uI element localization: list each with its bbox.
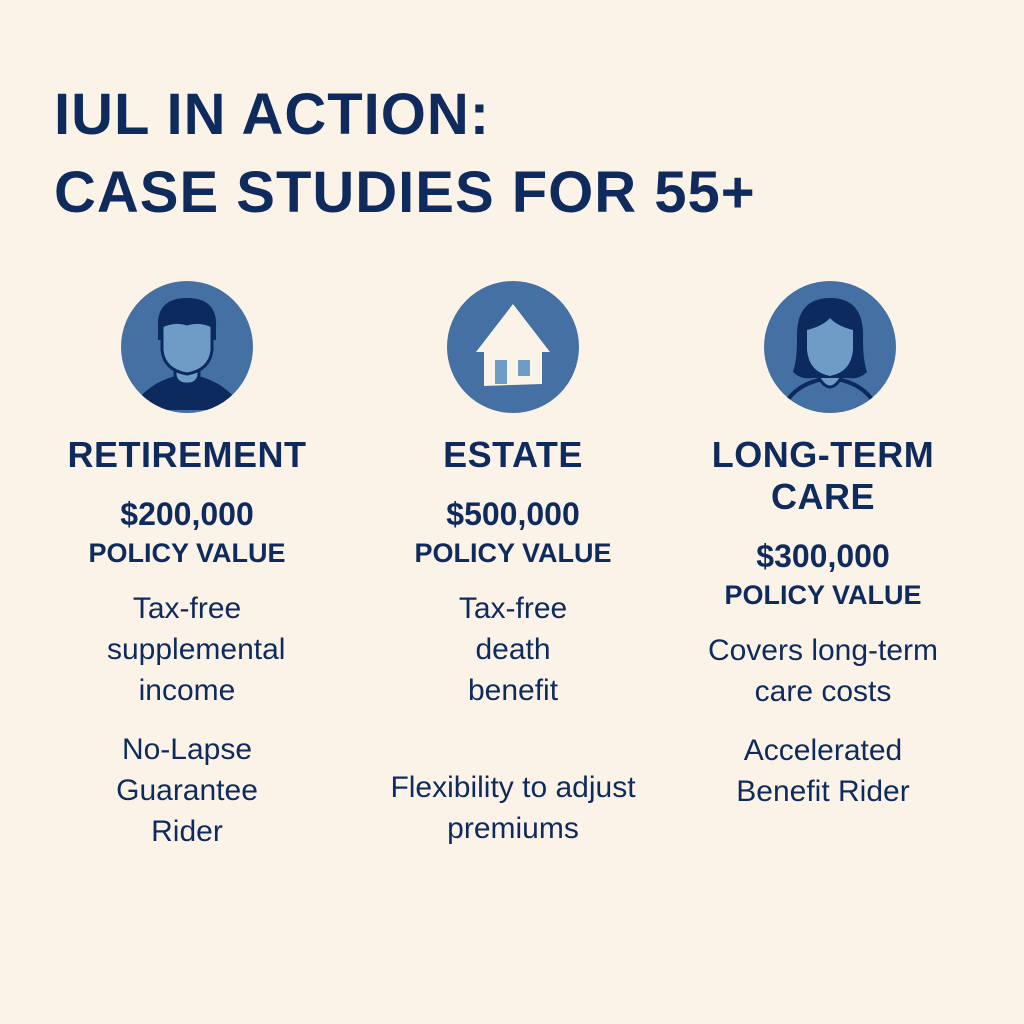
case-heading: LONG-TERM CARE bbox=[711, 434, 935, 517]
case-retirement: RETIREMENT $200,000 POLICY VALUE Tax-fre… bbox=[37, 280, 337, 852]
benefit-text: Covers long-term care costs bbox=[707, 634, 939, 708]
policy-value-label: POLICY VALUE bbox=[414, 538, 612, 568]
house-icon bbox=[447, 281, 579, 413]
man-avatar-icon bbox=[121, 281, 253, 413]
woman-avatar-icon bbox=[764, 281, 896, 413]
rider-text: Accelerated Benefit Rider bbox=[736, 734, 910, 808]
case-long-term-care: LONG-TERM CARE $300,000 POLICY VALUE Cov… bbox=[673, 280, 973, 812]
benefit-text: Tax-free supplemental income bbox=[107, 592, 286, 707]
title-line-1: IUL IN ACTION: bbox=[54, 82, 491, 147]
policy-amount: $300,000 bbox=[756, 538, 890, 574]
policy-amount: $200,000 bbox=[120, 496, 254, 532]
policy-amount: $500,000 bbox=[446, 496, 580, 532]
benefit-text: Tax-free death benefit bbox=[458, 592, 568, 707]
policy-value-label: POLICY VALUE bbox=[724, 580, 922, 610]
title-line-2: CASE STUDIES FOR 55+ bbox=[54, 160, 756, 225]
rider-text: Flexibility to adjust premiums bbox=[390, 771, 636, 845]
page-title: IUL IN ACTION: CASE STUDIES FOR 55+ bbox=[54, 76, 756, 232]
case-estate: ESTATE $500,000 POLICY VALUE Tax-free de… bbox=[363, 280, 663, 849]
policy-value-label: POLICY VALUE bbox=[88, 538, 286, 568]
case-heading: ESTATE bbox=[443, 434, 583, 475]
case-heading: RETIREMENT bbox=[67, 434, 307, 475]
rider-text: No-Lapse Guarantee Rider bbox=[116, 733, 258, 848]
